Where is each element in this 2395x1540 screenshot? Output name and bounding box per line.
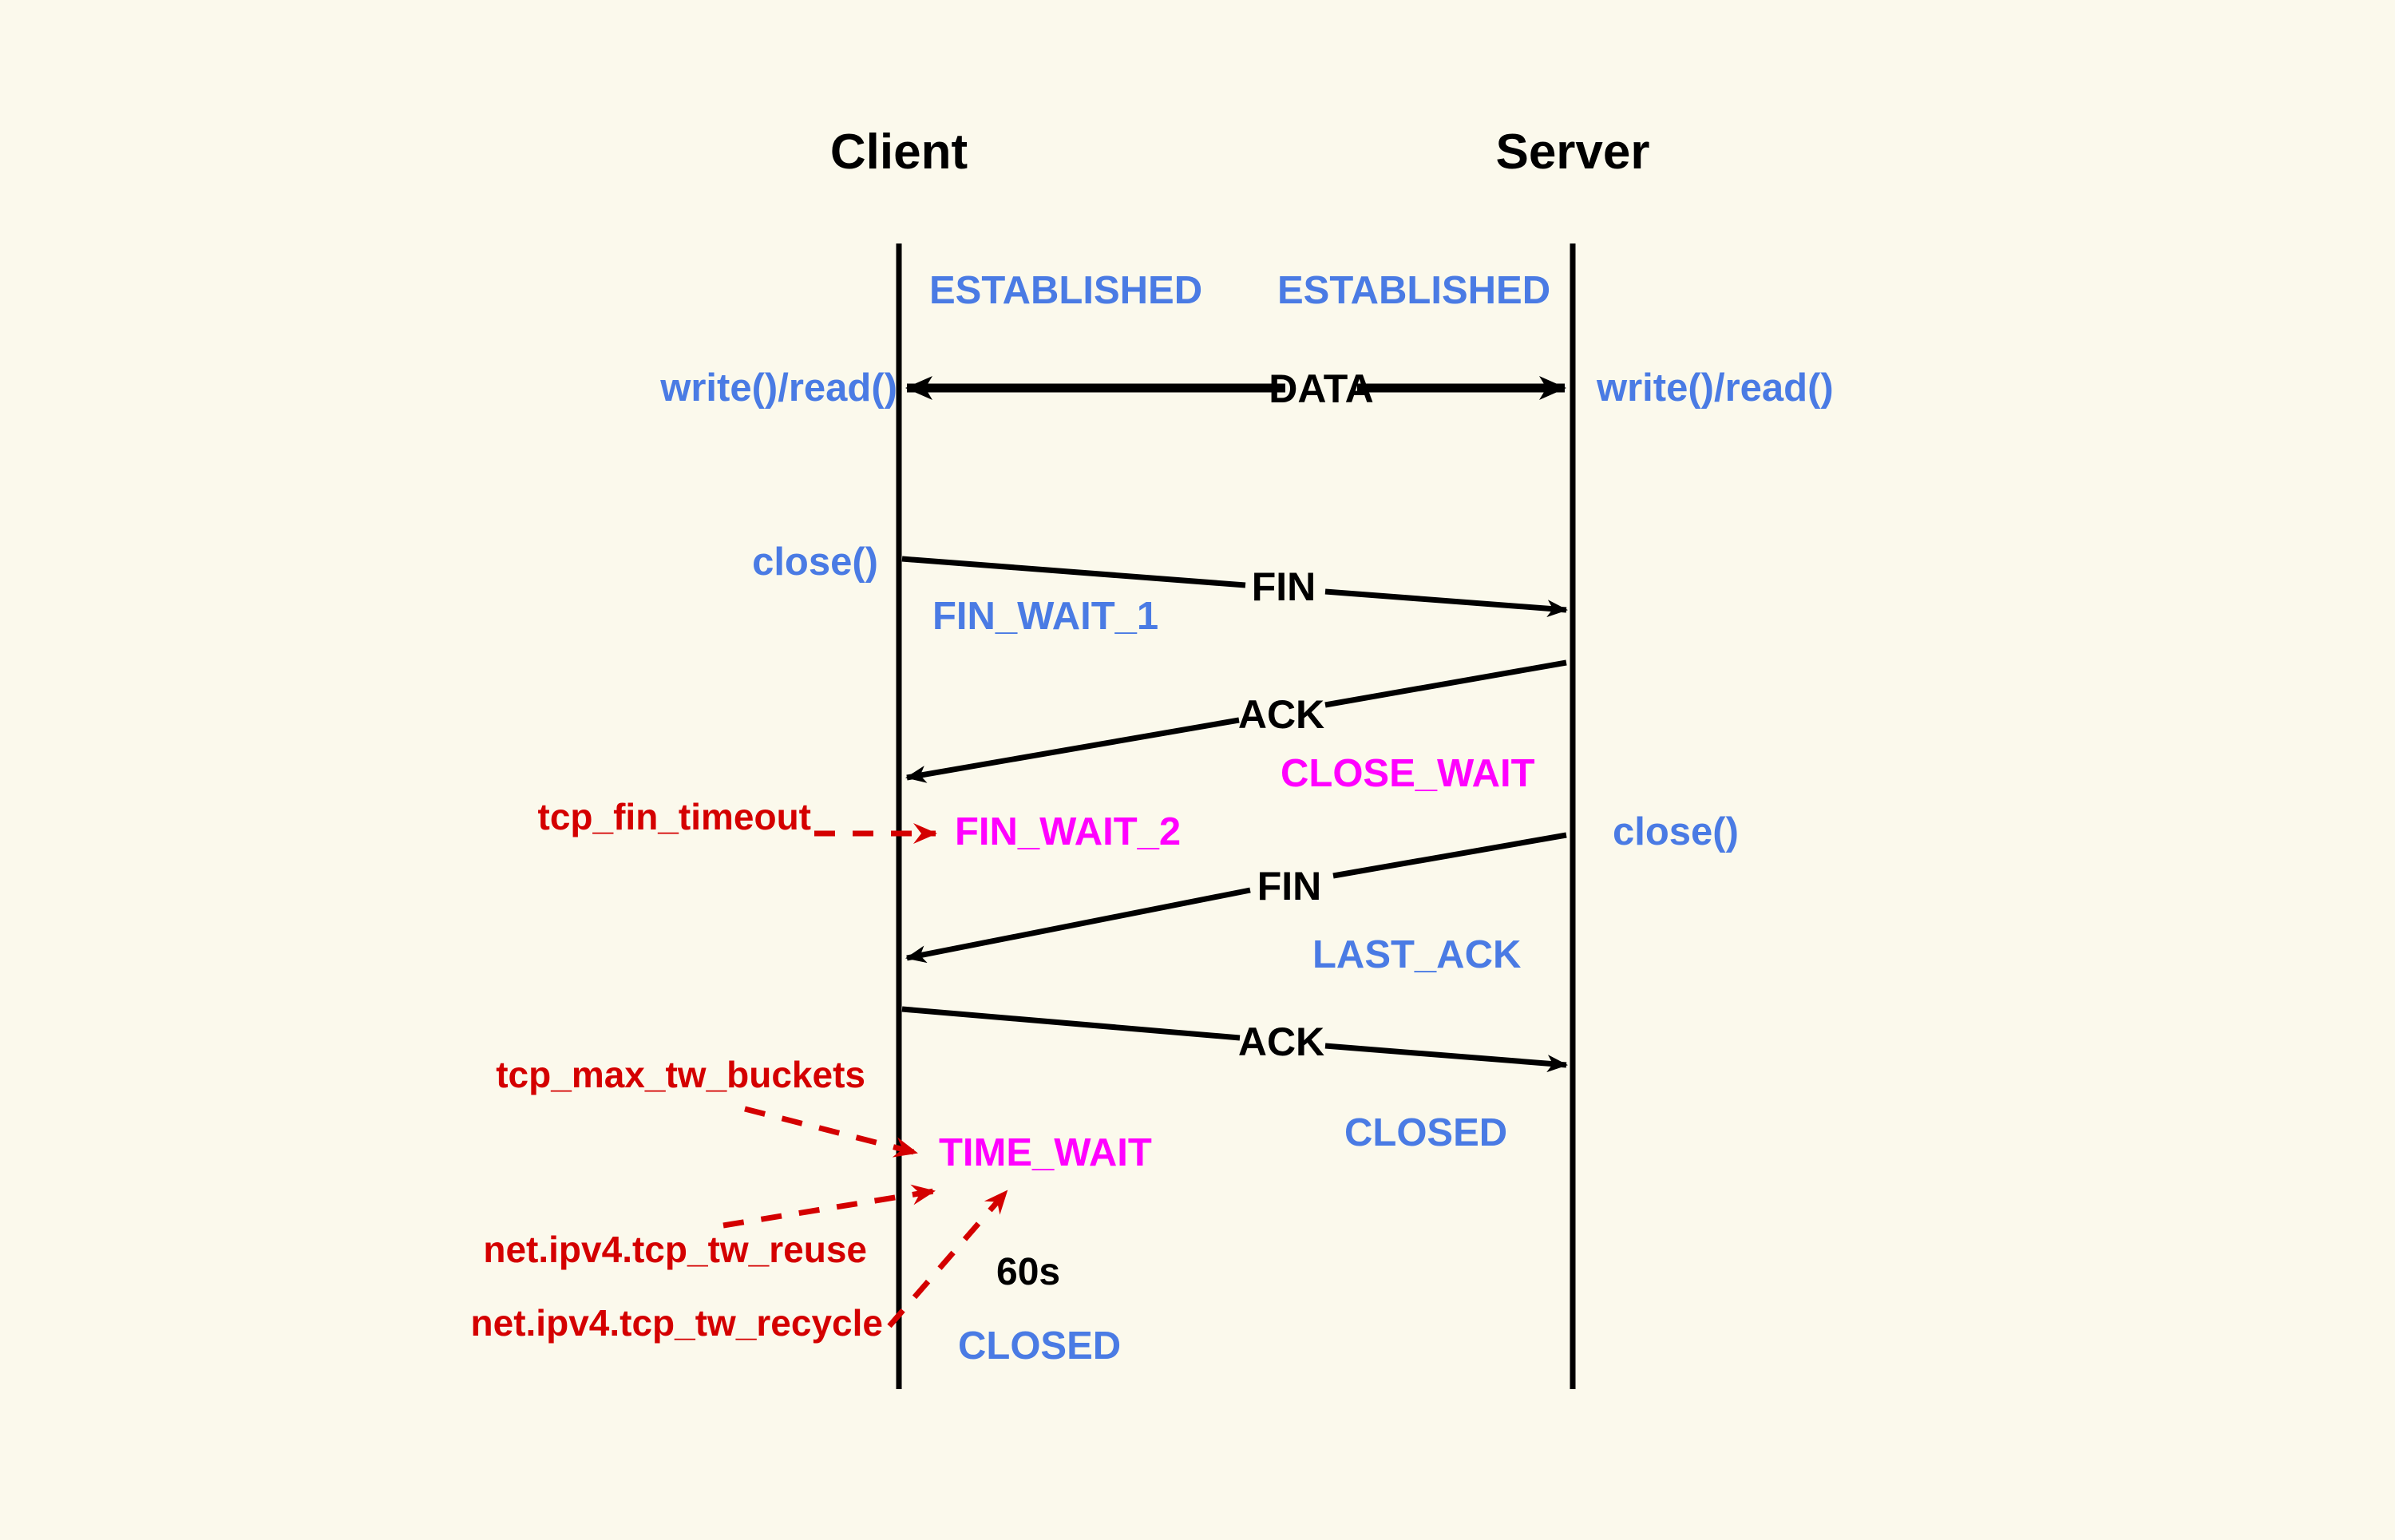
message-label-fin-1: FIN bbox=[1251, 564, 1316, 609]
client-api-close: close() bbox=[752, 540, 878, 584]
client-state-closed: CLOSED bbox=[958, 1324, 1122, 1368]
client-state-fin-wait-2: FIN_WAIT_2 bbox=[955, 810, 1182, 853]
annotation-tcp-tw-reuse: net.ipv4.tcp_tw_reuse bbox=[483, 1229, 867, 1270]
client-state-fin-wait-1: FIN_WAIT_1 bbox=[932, 595, 1159, 638]
annotation-tcp-fin-timeout: tcp_fin_timeout bbox=[537, 796, 811, 837]
message-label-ack-1: ACK bbox=[1237, 692, 1325, 737]
message-label-ack-2: ACK bbox=[1237, 1019, 1325, 1064]
message-arrow-fin-server-to-client-b bbox=[905, 887, 1251, 964]
annotation-leader-tcp-tw-recycle bbox=[887, 1189, 1009, 1328]
server-api-close: close() bbox=[1613, 810, 1739, 853]
message-arrow-ack-client-to-server-b bbox=[1324, 1043, 1568, 1073]
message-arrow-ack-client-to-server-a bbox=[901, 1006, 1241, 1041]
timer-label-60s: 60s bbox=[996, 1251, 1061, 1293]
annotation-tcp-tw-recycle: net.ipv4.tcp_tw_recycle bbox=[470, 1302, 883, 1344]
message-arrow-fin-client-to-server-b bbox=[1324, 588, 1568, 618]
actor-title-server: Server bbox=[1495, 125, 1650, 180]
client-state-established: ESTABLISHED bbox=[929, 269, 1203, 312]
message-arrow-fin-client-to-server-a bbox=[901, 556, 1246, 588]
annotation-tcp-max-tw-buckets: tcp_max_tw_buckets bbox=[496, 1054, 865, 1095]
message-arrow-ack-server-to-client-b bbox=[905, 717, 1240, 783]
client-state-time-wait: TIME_WAIT bbox=[939, 1131, 1152, 1174]
server-state-last-ack: LAST_ACK bbox=[1312, 933, 1522, 976]
server-state-closed: CLOSED bbox=[1344, 1111, 1508, 1154]
message-arrow-ack-server-to-client-a bbox=[1324, 659, 1567, 708]
actor-title-client: Client bbox=[829, 125, 968, 180]
message-label-fin-2: FIN bbox=[1257, 864, 1322, 909]
message-label-data: DATA bbox=[1269, 366, 1374, 411]
server-state-close-wait: CLOSE_WAIT bbox=[1281, 752, 1535, 795]
client-api-write-read: write()/read() bbox=[660, 366, 897, 410]
message-arrow-fin-server-to-client-a bbox=[1332, 832, 1567, 879]
annotation-leader-tcp-max-tw-buckets bbox=[744, 1106, 918, 1158]
server-api-write-read: write()/read() bbox=[1597, 366, 1834, 410]
server-state-established: ESTABLISHED bbox=[1277, 269, 1551, 312]
annotation-leader-tcp-tw-reuse bbox=[722, 1184, 936, 1229]
